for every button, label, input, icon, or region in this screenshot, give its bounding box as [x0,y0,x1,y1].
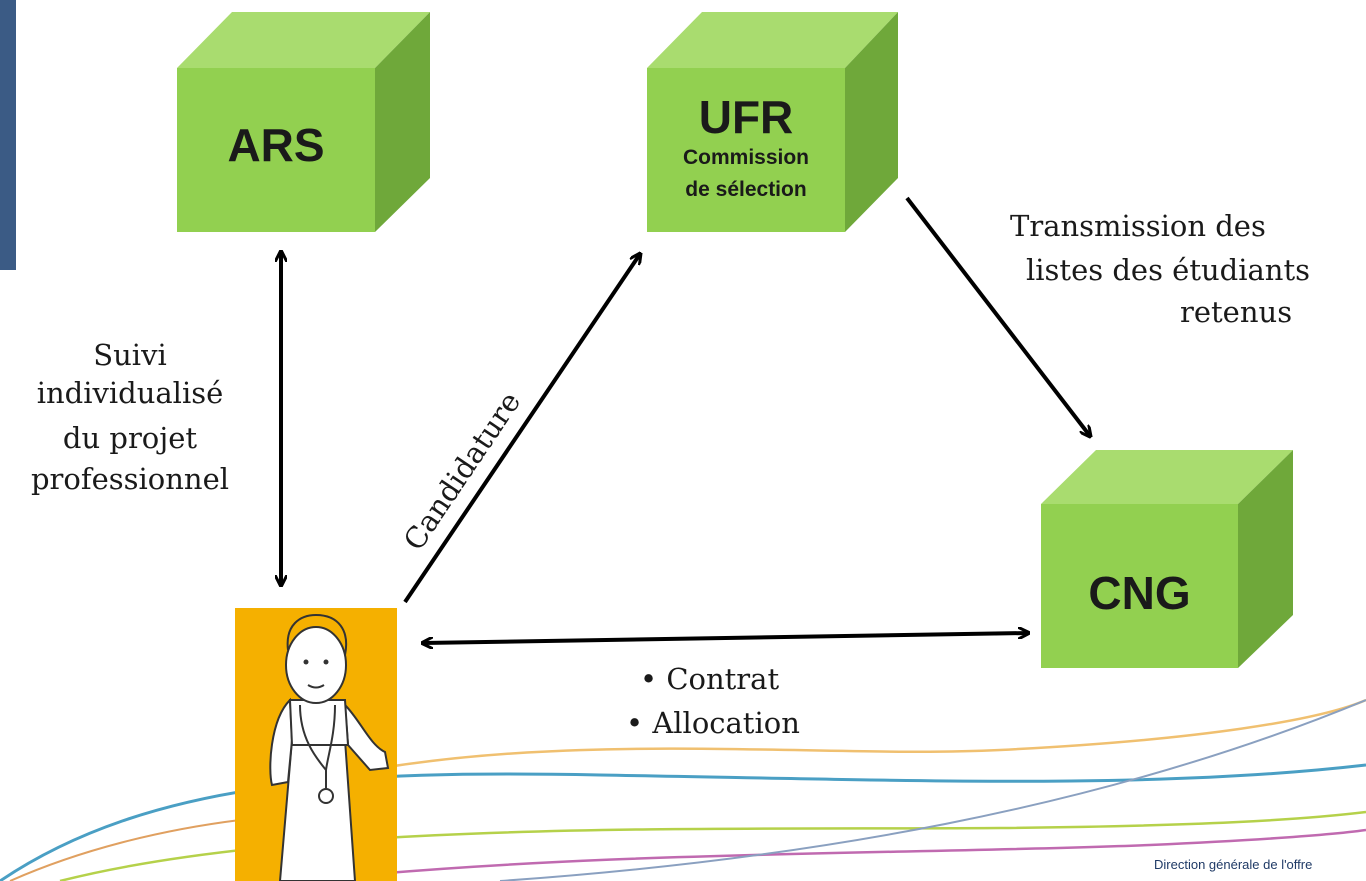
suivi-line-2: individualisé [36,376,224,410]
allocation-label: • Allocation [626,706,800,740]
cng-label: CNG [1088,567,1191,619]
ufr-label: UFR [698,91,794,143]
ufr-subtitle-line2: de sélection [685,178,807,201]
contrat-label: • Contrat [640,662,780,696]
footer-text: Direction générale de l'offre [1154,857,1313,872]
suivi-line-3: du projet [62,421,198,455]
arrow-candidature [403,254,640,604]
ars-label: ARS [227,119,325,171]
sidebar-accent-bar [0,0,16,270]
transmission-line-1: Transmission des [1010,209,1266,243]
transmission-line-2: listes des étudiants [1026,253,1311,287]
arrow-student-cng [423,633,1028,643]
ufr-subtitle-line1: Commission [682,146,810,169]
arrow-transmission [905,196,1090,436]
ars-cube [177,12,430,232]
suivi-line-1: Suivi [93,338,167,372]
cng-cube [1041,450,1293,668]
ufr-cube [647,12,898,232]
transmission-line-3: retenus [1180,295,1293,329]
suivi-line-4: professionnel [30,462,230,496]
student-figure [235,608,397,881]
